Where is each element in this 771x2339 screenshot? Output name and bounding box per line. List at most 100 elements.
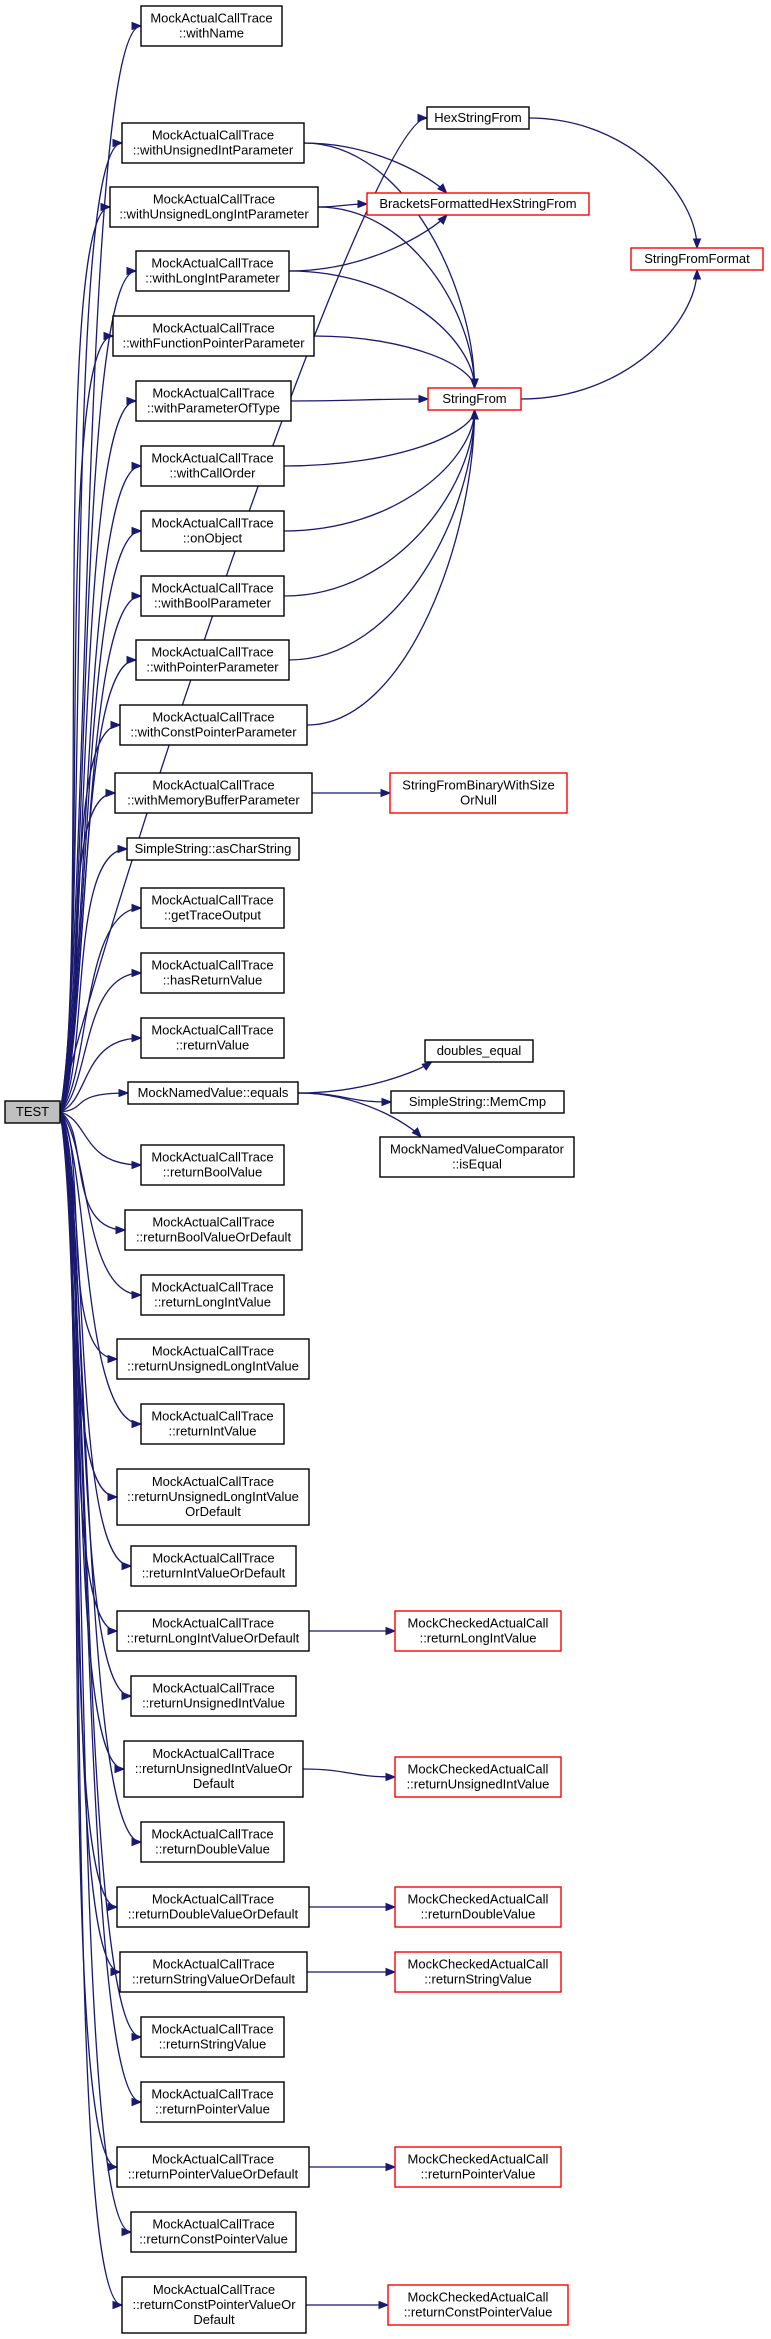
- arrowhead-with-memory-buffer-parameter: [105, 788, 117, 798]
- node-doubles-equal[interactable]: doubles_equal: [424, 1039, 534, 1063]
- node-label: StringFromBinaryWithSize: [402, 778, 554, 793]
- node-mem-cmp[interactable]: SimpleString::MemCmp: [390, 1090, 565, 1114]
- node-as-char-string[interactable]: SimpleString::asCharString: [126, 837, 300, 861]
- node-box: [127, 1081, 299, 1105]
- node-checked-return-long-int-value[interactable]: MockCheckedActualCall::returnLongIntValu…: [394, 1610, 562, 1652]
- node-return-double-value[interactable]: MockActualCallTrace::returnDoubleValue: [140, 1821, 285, 1863]
- node-label: MockCheckedActualCall: [408, 1616, 549, 1631]
- node-return-const-pointer-value[interactable]: MockActualCallTrace::returnConstPointerV…: [130, 2211, 297, 2253]
- arrowhead-mem-cmp: [381, 1097, 393, 1107]
- arrowhead-return-int-value-or-default: [121, 1561, 133, 1571]
- node-with-pointer-parameter[interactable]: MockActualCallTrace::withPointerParamete…: [135, 639, 290, 681]
- arrowhead-checked-return-long-int-value: [385, 1626, 397, 1636]
- node-return-bool-value[interactable]: MockActualCallTrace::returnBoolValue: [140, 1144, 285, 1186]
- node-return-unsigned-long-int-value[interactable]: MockActualCallTrace::returnUnsignedLongI…: [116, 1338, 310, 1380]
- arrowhead-checked-return-pointer-value: [385, 2162, 397, 2172]
- node-label: ::returnUnsignedLongIntValue: [127, 1489, 299, 1504]
- node-return-string-value[interactable]: MockActualCallTrace::returnStringValue: [140, 2016, 285, 2058]
- node-with-unsigned-int-parameter[interactable]: MockActualCallTrace::withUnsignedIntPara…: [121, 122, 305, 164]
- node-return-long-int-value[interactable]: MockActualCallTrace::returnLongIntValue: [140, 1274, 285, 1316]
- node-with-const-pointer-parameter[interactable]: MockActualCallTrace::withConstPointerPar…: [119, 704, 308, 746]
- node-box: [394, 1610, 562, 1652]
- node-label: MockActualCallTrace: [152, 1215, 274, 1230]
- node-box: [379, 1136, 575, 1178]
- node-label: ::getTraceOutput: [164, 908, 261, 923]
- node-with-parameter-of-type[interactable]: MockActualCallTrace::withParameterOfType: [135, 380, 292, 422]
- node-comparator-is-equal[interactable]: MockNamedValueComparator::isEqual: [379, 1136, 575, 1178]
- node-with-call-order[interactable]: MockActualCallTrace::withCallOrder: [140, 445, 285, 487]
- node-return-long-int-value-or-default[interactable]: MockActualCallTrace::returnLongIntValueO…: [116, 1610, 310, 1652]
- edge-return-unsigned-int-value-or-default-to-checked-return-unsigned-int-value: [302, 1768, 396, 1778]
- node-on-object[interactable]: MockActualCallTrace::onObject: [140, 510, 285, 552]
- arrowhead-return-const-pointer-value: [121, 2227, 133, 2237]
- arrowhead-return-long-int-value: [131, 1290, 143, 1300]
- node-with-memory-buffer-parameter[interactable]: MockActualCallTrace::withMemoryBufferPar…: [114, 772, 313, 814]
- edge-with-function-pointer-parameter-to-string-from: [313, 335, 476, 389]
- arrowhead-brackets-formatted: [437, 213, 448, 225]
- node-box: [130, 1545, 297, 1587]
- node-box: [390, 1090, 565, 1114]
- node-label: MockActualCallTrace: [151, 2087, 273, 2102]
- edge-test-to-return-double-value: [59, 1111, 142, 1843]
- arrowhead-return-bool-value-or-default: [115, 1225, 127, 1235]
- node-checked-return-string-value[interactable]: MockCheckedActualCall::returnStringValue: [394, 1951, 562, 1993]
- node-hex-string-from[interactable]: HexStringFrom: [426, 106, 530, 130]
- node-box: [116, 1610, 310, 1652]
- arrowhead-with-call-order: [131, 461, 143, 471]
- node-return-int-value-or-default[interactable]: MockActualCallTrace::returnIntValueOrDef…: [130, 1545, 297, 1587]
- node-with-bool-parameter[interactable]: MockActualCallTrace::withBoolParameter: [140, 575, 285, 617]
- edge-test-to-on-object: [59, 530, 142, 1113]
- arrowhead-brackets-formatted: [437, 183, 448, 194]
- edge-test-to-return-value: [59, 1037, 142, 1113]
- node-return-const-pointer-value-or-default[interactable]: MockActualCallTrace::returnConstPointerV…: [121, 2276, 307, 2334]
- node-return-unsigned-long-int-value-or-default[interactable]: MockActualCallTrace::returnUnsignedLongI…: [116, 1468, 310, 1526]
- arrowhead-string-from: [470, 378, 479, 390]
- node-brackets-formatted[interactable]: BracketsFormattedHexStringFrom: [366, 192, 590, 216]
- node-checked-return-pointer-value[interactable]: MockCheckedActualCall::returnPointerValu…: [394, 2146, 562, 2188]
- node-box: [394, 1756, 562, 1798]
- node-label: StringFromFormat: [644, 251, 750, 266]
- edge-test-to-return-long-int-value: [59, 1111, 142, 1296]
- node-test[interactable]: TEST: [4, 1100, 61, 1124]
- edges-layer: [59, 21, 702, 2310]
- node-get-trace-output[interactable]: MockActualCallTrace::getTraceOutput: [140, 887, 285, 929]
- node-with-long-int-parameter[interactable]: MockActualCallTrace::withLongIntParamete…: [135, 250, 290, 292]
- node-box: [630, 247, 764, 271]
- node-return-bool-value-or-default[interactable]: MockActualCallTrace::returnBoolValueOrDe…: [124, 1209, 303, 1251]
- node-label: ::returnConstPointerValue: [139, 2232, 288, 2247]
- node-return-pointer-value-or-default[interactable]: MockActualCallTrace::returnPointerValueO…: [116, 2146, 310, 2188]
- node-with-unsigned-long-int-parameter[interactable]: MockActualCallTrace::withUnsignedLongInt…: [109, 186, 319, 228]
- node-checked-return-unsigned-int-value[interactable]: MockCheckedActualCall::returnUnsignedInt…: [394, 1756, 562, 1798]
- node-with-name[interactable]: MockActualCallTrace::withName: [140, 5, 283, 47]
- node-return-unsigned-int-value-or-default[interactable]: MockActualCallTrace::returnUnsignedIntVa…: [123, 1740, 304, 1798]
- node-return-unsigned-int-value[interactable]: MockActualCallTrace::returnUnsignedIntVa…: [130, 1675, 297, 1717]
- node-return-double-value-or-default[interactable]: MockActualCallTrace::returnDoubleValueOr…: [116, 1886, 310, 1928]
- node-box: [366, 192, 590, 216]
- node-return-int-value[interactable]: MockActualCallTrace::returnIntValue: [140, 1403, 285, 1445]
- node-has-return-value[interactable]: MockActualCallTrace::hasReturnValue: [140, 952, 285, 994]
- node-with-function-pointer-parameter[interactable]: MockActualCallTrace::withFunctionPointer…: [112, 315, 315, 357]
- node-return-value[interactable]: MockActualCallTrace::returnValue: [140, 1017, 285, 1059]
- node-label: ::withCallOrder: [170, 466, 257, 481]
- node-label: ::returnLongIntValueOrDefault: [127, 1631, 300, 1646]
- node-label: ::isEqual: [452, 1157, 502, 1172]
- node-string-from[interactable]: StringFrom: [427, 387, 522, 411]
- node-label: MockNamedValueComparator: [390, 1142, 565, 1157]
- node-checked-return-const-pointer-value[interactable]: MockCheckedActualCall::returnConstPointe…: [387, 2284, 569, 2326]
- arrowhead-with-long-int-parameter: [126, 266, 138, 276]
- arrowhead-brackets-formatted: [357, 199, 369, 209]
- node-return-string-value-or-default[interactable]: MockActualCallTrace::returnStringValueOr…: [119, 1951, 308, 1993]
- arrowhead-return-value: [131, 1033, 143, 1043]
- node-mock-named-value-equals[interactable]: MockNamedValue::equals: [127, 1081, 299, 1105]
- node-return-pointer-value[interactable]: MockActualCallTrace::returnPointerValue: [140, 2081, 285, 2123]
- arrowhead-return-const-pointer-value-or-default: [112, 2300, 124, 2310]
- node-label: MockActualCallTrace: [151, 1409, 273, 1424]
- node-label: SimpleString::MemCmp: [409, 1094, 546, 1109]
- node-box: [140, 1144, 285, 1186]
- node-box: [394, 1951, 562, 1993]
- arrowhead-with-parameter-of-type: [126, 396, 138, 406]
- arrowhead-get-trace-output: [131, 903, 143, 913]
- node-checked-return-double-value[interactable]: MockCheckedActualCall::returnDoubleValue: [394, 1886, 562, 1928]
- node-string-from-format[interactable]: StringFromFormat: [630, 247, 764, 271]
